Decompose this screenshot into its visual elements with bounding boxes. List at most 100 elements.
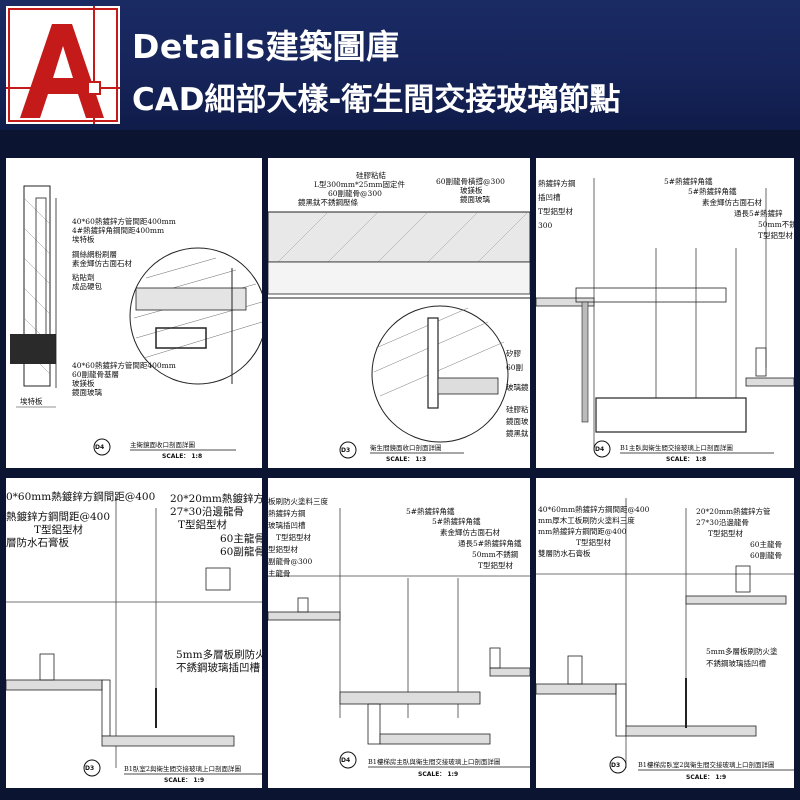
label: 60主龍骨 [750,539,782,549]
label: 熱鍍鋅方鋼 [268,508,306,518]
label: T型鋁型材 [34,523,84,536]
label: 板刷防火塗料三度 [268,496,328,506]
label: T型鋁型材 [276,532,312,542]
page-subtitle: CAD細部大樣-衛生間交接玻璃節點 [132,82,621,118]
detail-scale: SCALE： 1:9 [418,771,458,778]
label: 主龍骨 [268,568,291,578]
detail-tag: D4 [341,757,350,764]
panel-5-labels: 板刷防火塗料三度 熱鍍鋅方鋼 玻璃插凹槽 T型鋁型材 型鋁型材 副龍骨@300 … [268,496,522,578]
label: 50mm不銹鋼 [472,549,518,559]
detail-tag: D3 [611,762,620,769]
label: 5#熱鍍鋅角鐵 [432,516,481,526]
detail-panel-2: 硅膠粘結 L型300mm*25mm固定件 60副龍骨@300 鏡黑鈦不銹鋼壓條 … [268,158,530,468]
detail-tag: D4 [595,446,604,453]
label: 玻鎂板 [72,378,95,388]
detail-panel-5: 板刷防火塗料三度 熱鍍鋅方鋼 玻璃插凹槽 T型鋁型材 型鋁型材 副龍骨@300 … [268,478,530,788]
label: 60副龍骨@300 [328,188,382,198]
label: 素金輝仿古面石材 [72,258,132,268]
label: T型鋁型材 [538,206,574,216]
label: 副龍骨@300 [268,556,313,566]
label: 粘貼劑 [72,272,95,282]
label: 4#熱鍍鋅角鋼間距400mm [72,225,164,235]
detail-scale: SCALE： 1:8 [162,453,202,460]
label: 60副龍骨 [220,545,262,558]
detail-caption: B1樓梯房主臥與衛生間交接玻璃上口剖面詳圖 [368,757,500,766]
label: 20*20mm熱鍍鋅方管 [696,506,771,516]
label: 40*60熱鍍鋅方管間距400mm [72,360,176,370]
detail-tag: D4 [95,444,104,451]
label: 27*30沿邊龍骨 [170,505,244,518]
label: 熱鍍鋅方鋼間距@400 [6,510,110,523]
label: 40*60mm熱鍍鋅方鋼間距@400 [538,504,650,514]
detail-panel-3: 熱鍍鋅方鋼 插凹槽 T型鋁型材 300 5#熱鍍鋅角鐵 5#熱鍍鋅角鐵 素金輝仿… [536,158,794,468]
brand-zh: 建築圖庫 [265,27,400,66]
label: 鏡面玻璃 [460,194,490,204]
label: 5#熱鍍鋅角鐵 [664,176,713,186]
label: 層防水石膏板 [6,536,69,549]
label: T型鋁型材 [178,518,228,531]
detail-caption: B1主臥與衛生間交接玻璃上口剖面詳圖 [620,443,733,452]
detail-scale: SCALE： 1:9 [164,777,204,784]
label: 60副龍骨 [750,550,782,560]
panel-1-labels: 40*60熱鍍鋅方管間距400mm 4#熱鍍鋅角鋼間距400mm 埃特板 鋼絲網… [20,216,176,406]
label: 5mm多層板刷防火漆 [176,648,262,661]
label: 玻璃鏡 [506,382,529,392]
label: 5#熱鍍鋅角鐵 [406,506,455,516]
drawing-1: 40*60熱鍍鋅方管間距400mm 4#熱鍍鋅角鋼間距400mm 埃特板 鋼絲網… [10,185,262,460]
label: 矽膠 [506,348,521,358]
detail-panel-4: 0*60mm熱鍍鋅方鋼間距@400 熱鍍鋅方鋼間距@400 T型鋁型材 層防水石… [6,478,262,788]
detail-scale: SCALE： 1:9 [686,774,726,781]
label: 埃特板 [72,234,95,244]
label: T型鋁型材 [708,528,744,538]
label: mm熱鍍鋅方鋼間距@400 [538,526,627,536]
drawing-2: 硅膠粘結 L型300mm*25mm固定件 60副龍骨@300 鏡黑鈦不銹鋼壓條 … [268,170,530,463]
label: 鋼絲網粉刷層 [72,249,117,259]
label: 成品硬包 [72,281,102,291]
label: mm厚木工板刷防火塗料三度 [538,515,635,525]
detail-caption: 衛生間鏡面收口剖面詳圖 [370,443,442,452]
detail-caption: B1樓梯房臥室2與衛生間交接玻璃上口剖面詳圖 [638,760,775,769]
label: 鏡面玻璃 [72,387,102,397]
detail-caption: B1臥室2與衛生間交接玻璃上口剖面詳圖 [124,764,241,773]
panel-2-labels: 硅膠粘結 L型300mm*25mm固定件 60副龍骨@300 鏡黑鈦不銹鋼壓條 … [298,170,529,438]
label: 0*60mm熱鍍鋅方鋼間距@400 [6,490,155,503]
label: 60副龍骨橫撐@300 [436,176,505,186]
detail-panel-1: 40*60熱鍍鋅方管間距400mm 4#熱鍍鋅角鋼間距400mm 埃特板 鋼絲網… [6,158,262,468]
brand-en: Details [132,27,266,66]
detail-caption: 主衛鏡面收口剖面詳圖 [130,440,195,449]
drawing-4: 0*60mm熱鍍鋅方鋼間距@400 熱鍍鋅方鋼間距@400 T型鋁型材 層防水石… [6,490,262,784]
label: T型鋁型材 [478,560,514,570]
label: 型鋁型材 [268,544,298,554]
label: 硅膠粘結 [356,170,386,180]
label: 5#熱鍍鋅角鐵 [688,186,737,196]
detail-panel-6: 40*60mm熱鍍鋅方鋼間距@400 mm厚木工板刷防火塗料三度 mm熱鍍鋅方鋼… [536,478,794,788]
brand-title: Details建築圖庫 [132,20,400,68]
autocad-a-logo-icon [6,6,120,124]
label: T型鋁型材 [576,537,612,547]
panel-6-labels: 40*60mm熱鍍鋅方鋼間距@400 mm厚木工板刷防火塗料三度 mm熱鍍鋅方鋼… [538,504,782,668]
label: 鏡黑鈦 [506,428,529,438]
label: 300 [538,221,553,230]
label: 硅膠粘 [506,404,529,414]
label: 玻鎂板 [460,185,483,195]
label: 玻璃插凹槽 [268,520,306,530]
label: 40*60熱鍍鋅方管間距400mm [72,216,176,226]
label: 不銹鋼玻璃插凹槽 [706,658,766,668]
label: 27*30沿邊龍骨 [696,517,749,527]
drawing-3: 熱鍍鋅方鋼 插凹槽 T型鋁型材 300 5#熱鍍鋅角鐵 5#熱鍍鋅角鐵 素金輝仿… [536,176,794,463]
label: 雙層防水石膏板 [538,548,591,558]
label: 鏡面玻 [506,416,529,426]
label: 5mm多層板刷防火塗 [706,646,778,656]
panel-4-labels: 0*60mm熱鍍鋅方鋼間距@400 熱鍍鋅方鋼間距@400 T型鋁型材 層防水石… [6,490,262,674]
label: 50mm不銹 [758,219,794,229]
drawing-6: 40*60mm熱鍍鋅方鋼間距@400 mm厚木工板刷防火塗料三度 mm熱鍍鋅方鋼… [536,498,794,781]
detail-tag: D3 [85,765,94,772]
label: 素金輝仿古面石材 [702,197,762,207]
detail-scale: SCALE： 1:8 [666,456,706,463]
detail-tag: D3 [341,447,350,454]
label: 通長5#熱鍍鋅角鐵 [458,538,522,548]
label: T型鋁型材 [758,230,794,240]
label: 20*20mm熱鍍鋅方管間 [170,492,262,505]
label: 不銹鋼玻璃插凹槽 [176,661,260,674]
label: 插凹槽 [538,192,561,202]
